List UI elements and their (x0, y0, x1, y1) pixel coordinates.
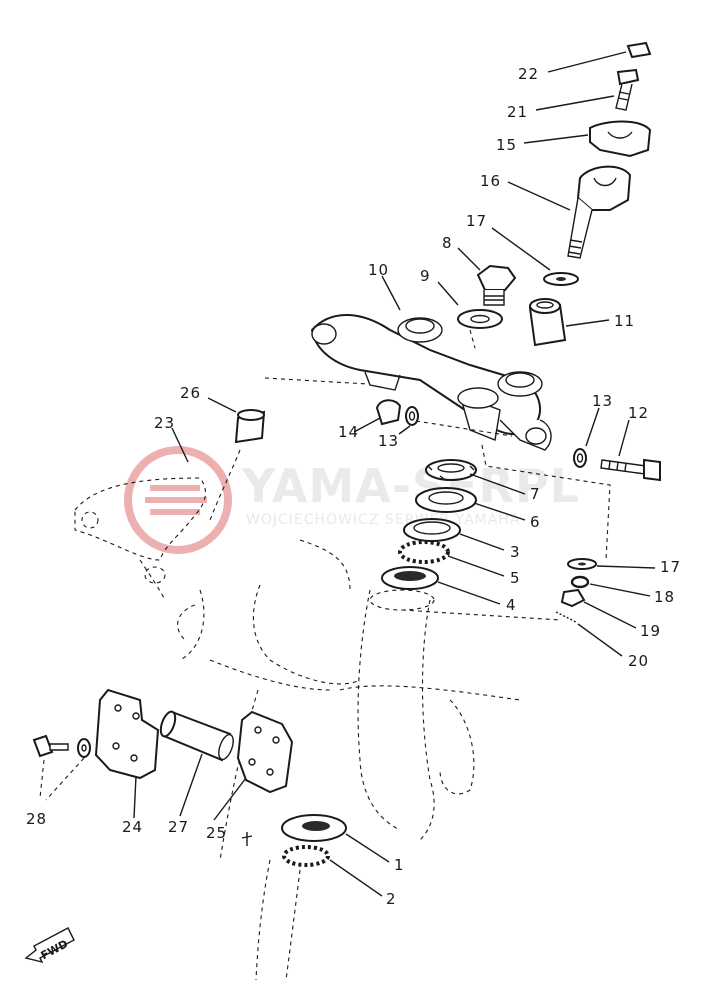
label-28: 28 (26, 810, 47, 828)
part-9-washer (457, 309, 503, 329)
label-26: 26 (180, 384, 201, 402)
part-10-under-bracket (310, 314, 552, 451)
watermark-sub: WOJCIECHOWICZ SERWER YAMAHA (246, 512, 520, 528)
part-21-bolt (615, 68, 640, 111)
watermark: YAMA-SERPL WOJCIECHOWICZ SERWER YAMAHA (124, 446, 580, 554)
label-1: 1 (394, 856, 405, 874)
label-12: 12 (628, 404, 649, 422)
label-10: 10 (368, 261, 389, 279)
part-17-washer-lower (567, 558, 597, 570)
part-14-cap (375, 399, 402, 426)
part-13-washer-left (405, 406, 419, 426)
label-2: 2 (386, 890, 397, 908)
label-25: 25 (206, 824, 227, 842)
part-labels: 22 21 15 16 17 8 9 10 11 13 12 26 23 14 … (26, 65, 681, 908)
label-18: 18 (654, 588, 675, 606)
part-22-cap (626, 41, 652, 59)
label-11: 11 (614, 312, 635, 330)
part-18-lock-washer (570, 575, 590, 589)
part-8-bolt (476, 264, 517, 306)
label-13-right: 13 (592, 392, 613, 410)
label-19: 19 (640, 622, 661, 640)
part-4-bearing-race (381, 566, 439, 590)
label-13-left: 13 (378, 432, 399, 450)
part-5-ball-bearing (398, 540, 450, 564)
label-7: 7 (530, 485, 541, 503)
part-16-holder-lower (567, 165, 632, 259)
label-21: 21 (507, 103, 528, 121)
label-9: 9 (420, 267, 431, 285)
part-27-damper (159, 710, 234, 762)
part-7-ring-nut (425, 459, 477, 481)
part-15-holder-upper (589, 120, 652, 158)
part-23-frame-bracket (74, 477, 206, 601)
reference-mark (241, 832, 253, 846)
leader-lines (133, 51, 656, 897)
frame-outline (177, 539, 521, 981)
label-6: 6 (530, 513, 541, 531)
label-15: 15 (496, 136, 517, 154)
part-3-bearing-race-upper (403, 518, 461, 542)
part-26-holder (209, 409, 266, 521)
part-13-washer-right (573, 448, 587, 468)
label-8: 8 (442, 234, 453, 252)
part-28-bolt-and-washer (32, 734, 91, 758)
label-24: 24 (122, 818, 143, 836)
part-2-ball-bearing-lower (282, 845, 330, 867)
label-20: 20 (628, 652, 649, 670)
part-12-pinch-bolt (600, 458, 661, 482)
part-25-bracket (236, 710, 294, 794)
label-17-upper: 17 (466, 212, 487, 230)
label-4: 4 (506, 596, 517, 614)
watermark-logo (124, 446, 232, 554)
fwd-arrow: FWD (24, 927, 75, 964)
label-14: 14 (338, 423, 359, 441)
part-20-clip (555, 611, 577, 623)
part-6-ring-nut (415, 487, 477, 513)
label-23: 23 (154, 414, 175, 432)
watermark-logo-mark (145, 485, 207, 515)
part-1-bearing-race-lower (281, 814, 347, 842)
label-5: 5 (510, 569, 521, 587)
label-16: 16 (480, 172, 501, 190)
label-3: 3 (510, 543, 521, 561)
part-19-nut (560, 588, 586, 608)
label-27: 27 (168, 818, 189, 836)
part-24-bracket (94, 688, 160, 780)
assembly-lines (39, 329, 611, 801)
part-11-collar (528, 298, 567, 347)
label-17-lower: 17 (660, 558, 681, 576)
label-22: 22 (518, 65, 539, 83)
watermark-brand: YAMA-SERPL (241, 459, 580, 513)
part-17-washer-upper (543, 272, 579, 286)
